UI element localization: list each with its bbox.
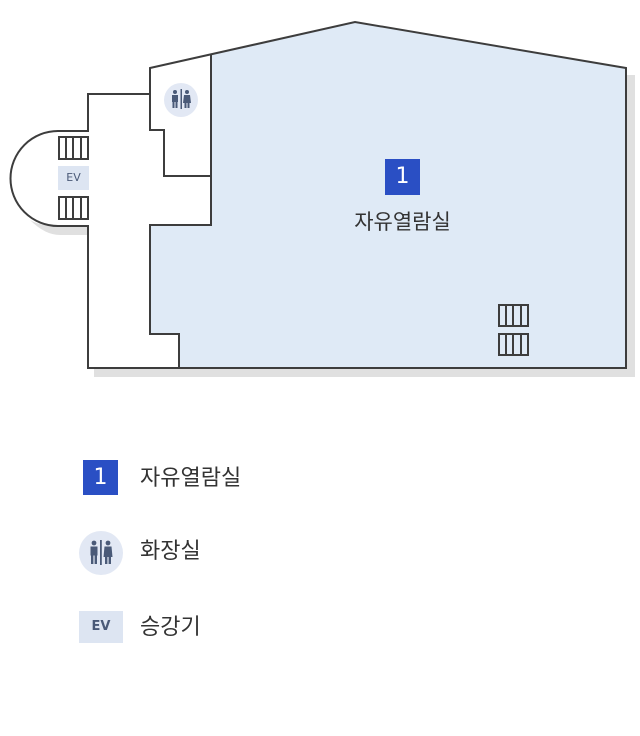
elevator-badge: EV — [58, 166, 89, 190]
reading-room-wall — [149, 54, 212, 368]
floor-plan-drawing — [9, 20, 635, 377]
legend-label: 승강기 — [140, 615, 201, 640]
legend-label: 화장실 — [140, 539, 201, 564]
room-number-badge[interactable]: 1 — [385, 159, 420, 195]
floor-shadow — [94, 368, 634, 377]
floor-plan: EV 1 자유열람실 — [9, 20, 635, 377]
elevator-badge: EV — [79, 611, 123, 643]
restroom-icon — [79, 531, 123, 575]
stairs-icon — [498, 304, 529, 356]
restroom-icon[interactable] — [164, 83, 198, 117]
room-label[interactable]: 자유열람실 — [354, 210, 451, 234]
restroom-wall — [149, 68, 211, 177]
legend-label: 자유열람실 — [140, 466, 242, 491]
legend-item-elevator: EV 승강기 — [78, 607, 378, 651]
room-reading-room[interactable] — [150, 22, 626, 368]
stairs-icon — [58, 196, 89, 220]
floor-shadow-right — [626, 75, 635, 377]
legend-item-reading-room: 1 자유열람실 — [78, 458, 378, 502]
legend-item-restroom: 화장실 — [78, 531, 378, 575]
rotunda-shadow — [30, 220, 88, 235]
stairs-icon — [58, 136, 89, 160]
room-number-badge: 1 — [83, 460, 118, 495]
outer-wall — [9, 20, 627, 369]
